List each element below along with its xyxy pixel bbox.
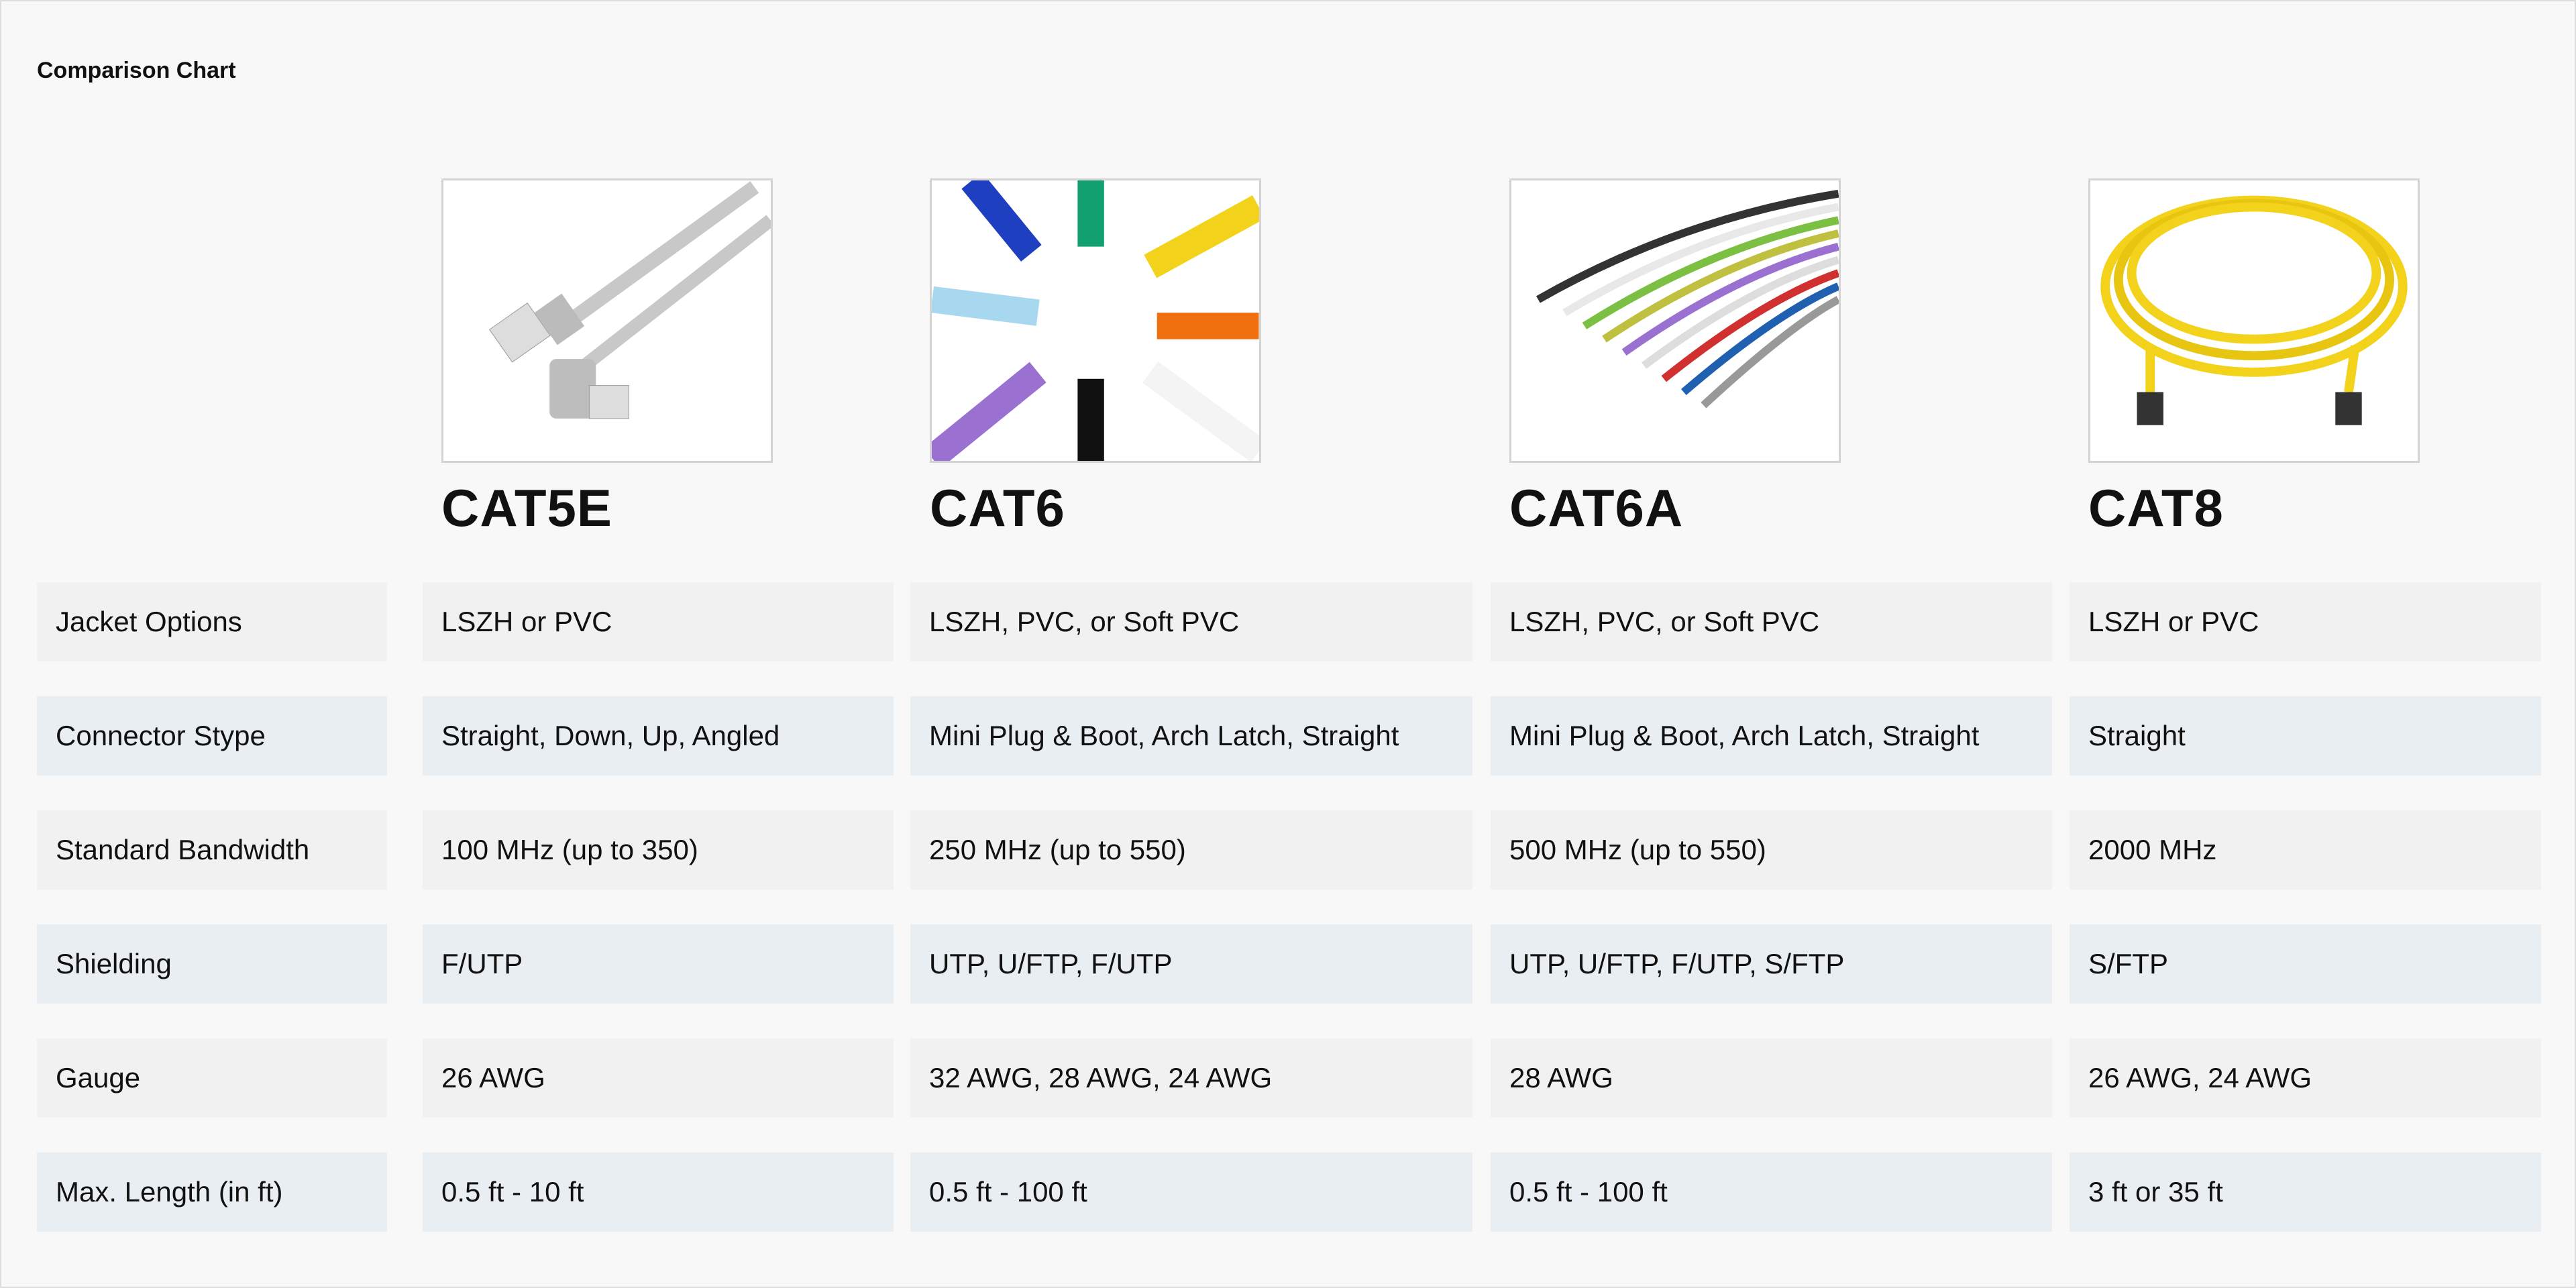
row-label: Gauge <box>37 1038 387 1118</box>
table-cell: 26 AWG <box>423 1038 894 1118</box>
table-cell: UTP, U/FTP, F/UTP, S/FTP <box>1491 924 2052 1004</box>
table-cell: LSZH or PVC <box>423 582 894 661</box>
table-cell: 0.5 ft - 10 ft <box>423 1152 894 1232</box>
table-cell: Mini Plug & Boot, Arch Latch, Straight <box>1491 696 2052 775</box>
table-cell: 2000 MHz <box>2070 810 2541 890</box>
product-name-cat6: CAT6 <box>930 478 1065 537</box>
table-cell: 26 AWG, 24 AWG <box>2070 1038 2541 1118</box>
page-title: Comparison Chart <box>37 58 236 83</box>
table-cell: Straight <box>2070 696 2541 775</box>
table-cell: LSZH, PVC, or Soft PVC <box>910 582 1472 661</box>
table-cell: 28 AWG <box>1491 1038 2052 1118</box>
row-label: Jacket Options <box>37 582 387 661</box>
table-cell: 32 AWG, 28 AWG, 24 AWG <box>910 1038 1472 1118</box>
product-name-cat8: CAT8 <box>2088 478 2224 537</box>
product-name-cat5e: CAT5E <box>441 478 612 537</box>
product-name-cat6a: CAT6A <box>1509 478 1684 537</box>
table-cell: F/UTP <box>423 924 894 1004</box>
table-cell: 3 ft or 35 ft <box>2070 1152 2541 1232</box>
cat6-product-image <box>930 178 1261 463</box>
table-cell: Straight, Down, Up, Angled <box>423 696 894 775</box>
table-cell: Mini Plug & Boot, Arch Latch, Straight <box>910 696 1472 775</box>
row-label: Connector Stype <box>37 696 387 775</box>
table-cell: UTP, U/FTP, F/UTP <box>910 924 1472 1004</box>
row-label: Standard Bandwidth <box>37 810 387 890</box>
table-cell: 0.5 ft - 100 ft <box>910 1152 1472 1232</box>
table-cell: 0.5 ft - 100 ft <box>1491 1152 2052 1232</box>
cat5e-product-image <box>441 178 773 463</box>
row-label: Max. Length (in ft) <box>37 1152 387 1232</box>
table-cell: LSZH or PVC <box>2070 582 2541 661</box>
cat6a-product-image <box>1509 178 1841 463</box>
row-label: Shielding <box>37 924 387 1004</box>
table-cell: 500 MHz (up to 550) <box>1491 810 2052 890</box>
table-cell: 100 MHz (up to 350) <box>423 810 894 890</box>
table-cell: S/FTP <box>2070 924 2541 1004</box>
table-cell: LSZH, PVC, or Soft PVC <box>1491 582 2052 661</box>
cat8-product-image <box>2088 178 2420 463</box>
table-cell: 250 MHz (up to 550) <box>910 810 1472 890</box>
